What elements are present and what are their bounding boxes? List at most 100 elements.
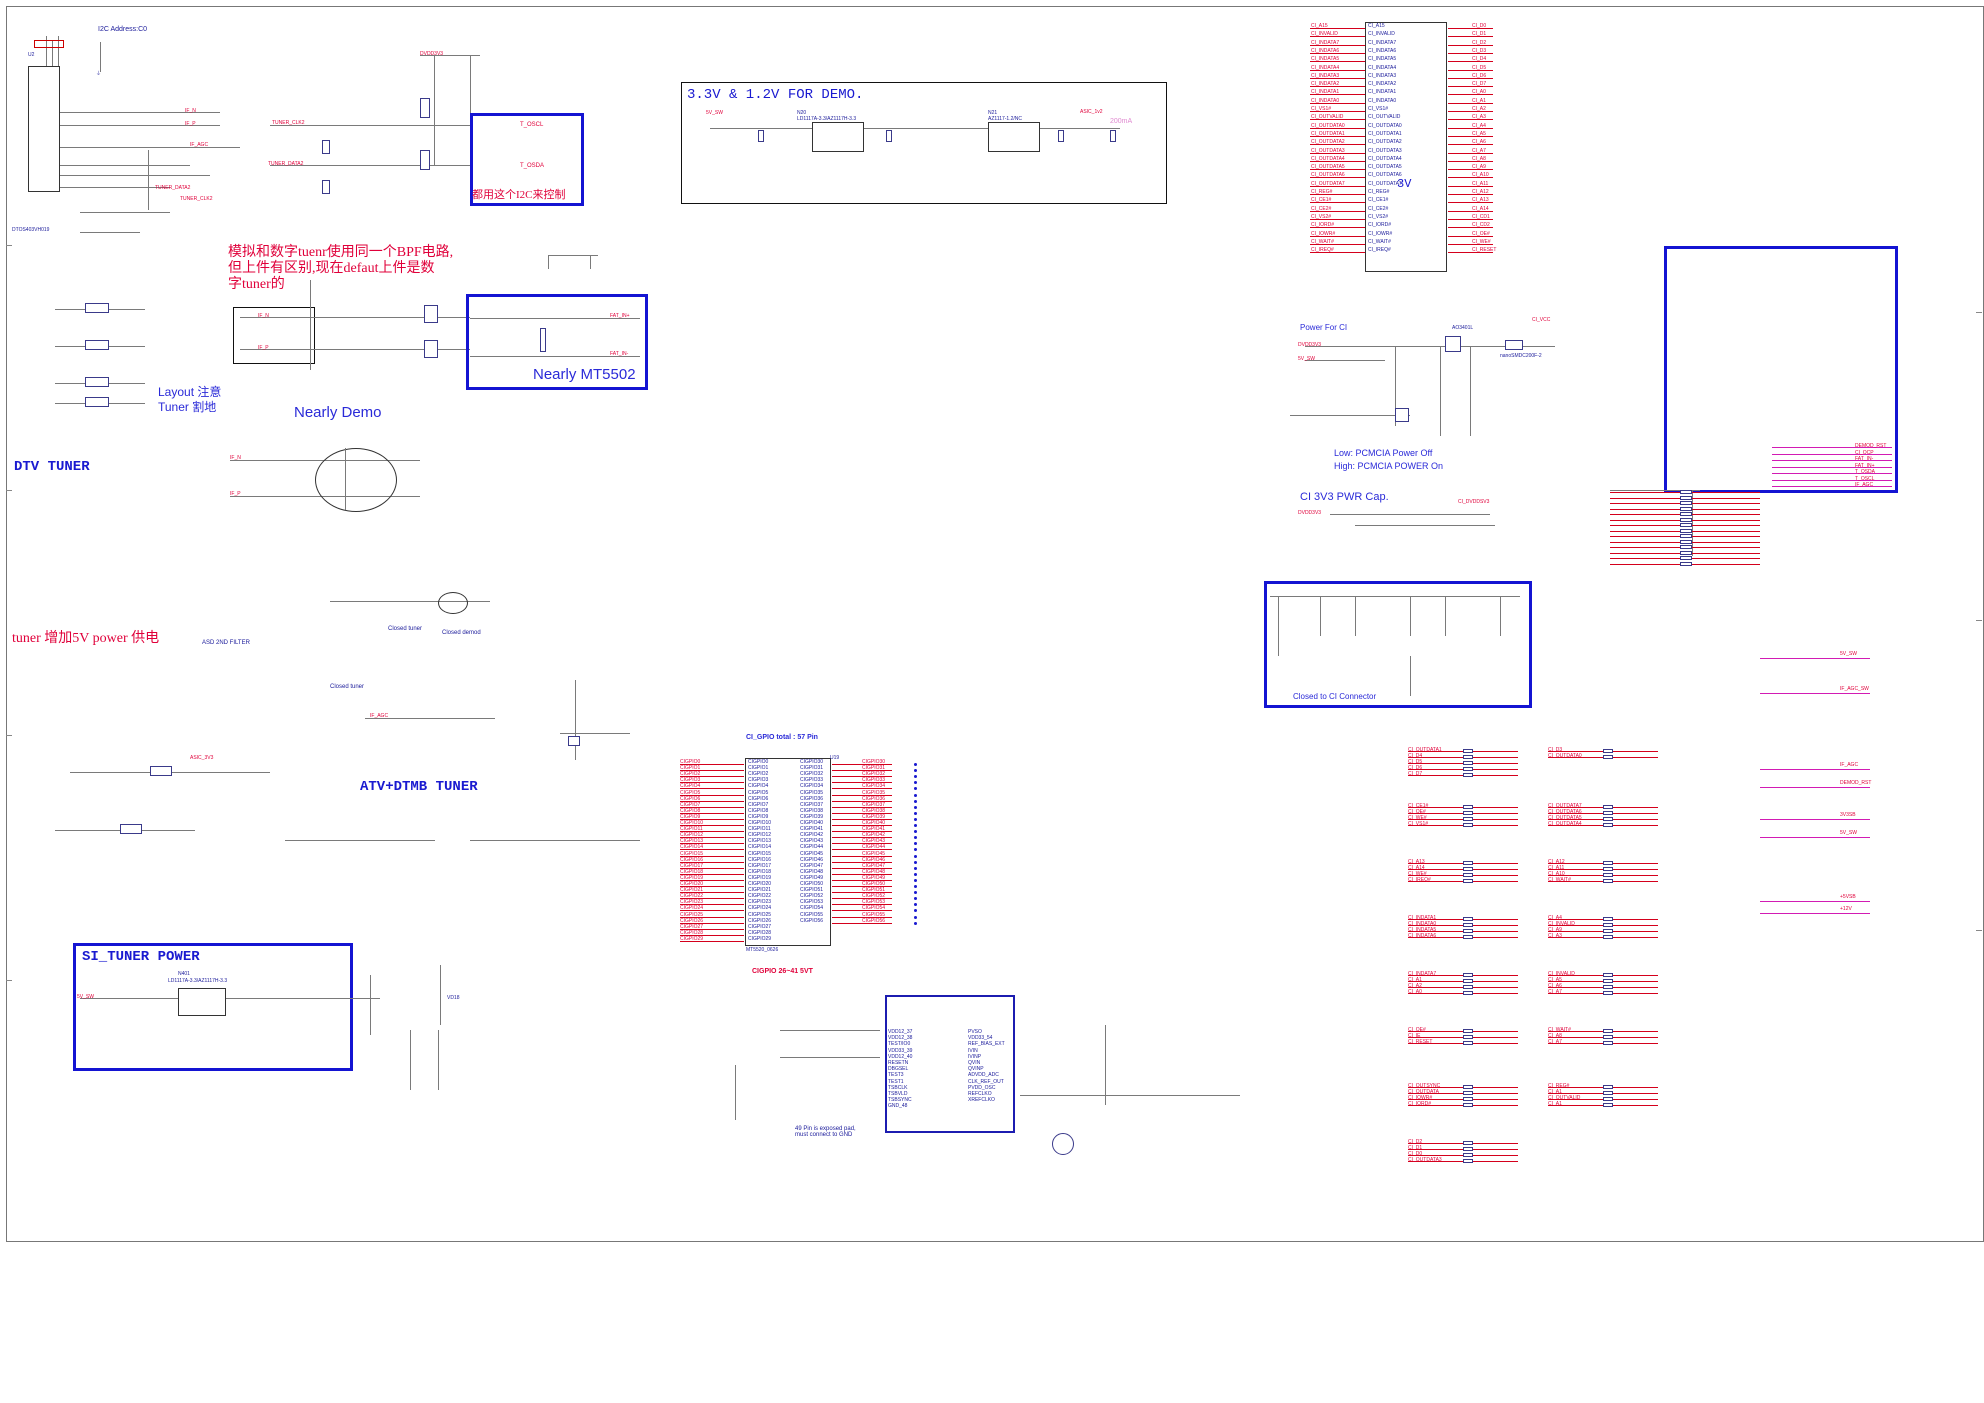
cigpio-pin-left: CIGPIO17 xyxy=(748,862,772,869)
wire xyxy=(1310,227,1365,229)
cigpio-net-left: CIGPIO25 xyxy=(680,911,704,918)
cigpio-pin-right: CIGPIO47 xyxy=(800,862,824,869)
wire xyxy=(832,812,892,814)
wire xyxy=(1470,346,1471,436)
demod-pin-right: PVSO xyxy=(968,1029,982,1035)
inductor xyxy=(424,305,438,323)
junction-dot xyxy=(914,769,917,773)
cigpio-pin-left: CIGPIO1 xyxy=(748,765,769,772)
wire xyxy=(1320,596,1321,636)
nearly-demo-label: Nearly Demo xyxy=(294,404,382,421)
resistor xyxy=(1463,761,1473,765)
ci-conn-pin-left: CI_INDATA0 xyxy=(1368,97,1397,104)
resistor xyxy=(1603,755,1613,759)
junction-dot xyxy=(914,763,917,766)
wire xyxy=(1445,596,1446,636)
net-ci-vcc-pwr: CI_VCC xyxy=(1532,317,1551,323)
resistor xyxy=(540,328,546,352)
wire xyxy=(1310,127,1365,129)
ci-conn-net-right: CI_A1 xyxy=(1472,97,1486,104)
resistor xyxy=(1680,534,1692,538)
wire xyxy=(60,187,170,188)
layout-note: Layout 注意 Tuner 割地 xyxy=(158,385,222,414)
ci-conn-pin-left: CI_INDATA1 xyxy=(1368,89,1397,96)
wire xyxy=(1355,596,1356,636)
ci-conn-pin-left: CI_OUTDATA4 xyxy=(1368,155,1402,162)
wire xyxy=(270,165,470,166)
demod-pin-left: TSBCLK xyxy=(888,1084,908,1091)
resistor xyxy=(1463,879,1473,883)
net-tuner-data: TUNER_DATA2 xyxy=(155,185,191,191)
wire xyxy=(1310,235,1365,237)
fuse-part: nanoSMDC200F-2 xyxy=(1500,353,1542,359)
demod-chip[interactable] xyxy=(885,995,1015,1133)
cigpio-net-left: CIGPIO9 xyxy=(680,813,701,820)
ci-gpio-title: CI_GPIO total : 57 Pin xyxy=(746,734,818,741)
br-net-label: CI_IE xyxy=(1408,1033,1421,1039)
resistor xyxy=(1680,495,1692,500)
cigpio-pin-right: CIGPIO37 xyxy=(800,801,824,808)
cigpio-pin-right: CIGPIO48 xyxy=(800,868,824,875)
wire xyxy=(1310,94,1365,96)
cigpio-net-left: CIGPIO10 xyxy=(680,820,704,826)
resistor xyxy=(1463,749,1473,753)
ci-conn-net-right: CI_D3 xyxy=(1472,47,1487,54)
rail-label: 3V3SB xyxy=(1840,812,1856,818)
resistor xyxy=(1603,867,1613,871)
wire xyxy=(575,680,576,760)
resistor xyxy=(1463,773,1473,777)
ldo-n21-ref: N21 xyxy=(988,110,998,116)
si-tuner-power-title: SI_TUNER POWER xyxy=(82,949,200,965)
junction-dot xyxy=(914,793,917,797)
wire xyxy=(1310,210,1365,212)
led-vd18: VD18 xyxy=(447,995,460,1001)
wire xyxy=(970,128,1120,129)
wire xyxy=(470,840,640,841)
wire xyxy=(1410,656,1411,696)
br-net-label: CI_INDATA7 xyxy=(1408,971,1437,977)
ldo-n21[interactable] xyxy=(988,122,1040,152)
net-dvdd3v3-ci: DVDD3V3 xyxy=(1298,342,1322,348)
ci-connector-chip[interactable] xyxy=(1365,22,1447,272)
demod-pin-left: TEST/IO0 xyxy=(888,1041,911,1048)
ci-conn-pin-left: CI_VS1# xyxy=(1368,106,1389,112)
ldo-n401-ref: N401 xyxy=(178,971,190,977)
demod-pin-left: VDD12_40 xyxy=(888,1053,913,1060)
tuner-chip-u2[interactable] xyxy=(28,66,60,192)
net-5v-sw-ci: 5V_SW xyxy=(1298,356,1315,362)
wire xyxy=(1270,596,1520,597)
cigpio-net-right: CIGPIO41 xyxy=(862,826,886,833)
wire xyxy=(1448,202,1493,204)
br-net-label: CI_A1 xyxy=(1408,977,1422,983)
wire xyxy=(330,601,490,602)
cigpio-pin-right: CIGPIO56 xyxy=(800,917,824,924)
cigpio-pin-right: CIGPIO32 xyxy=(800,771,824,778)
wire xyxy=(680,843,744,845)
resistor xyxy=(1463,923,1473,927)
resistor xyxy=(1680,512,1692,516)
wire xyxy=(1500,596,1501,636)
ci-conn-net-left: CI_INDATA1 xyxy=(1311,89,1340,96)
ci-conn-net-left: CI_OUTDATA5 xyxy=(1311,164,1345,171)
demod-pin-left: TSBVLD xyxy=(888,1091,908,1097)
ci-conn-net-left: CI_OUTDATA0 xyxy=(1311,122,1345,129)
ldo-n401[interactable] xyxy=(178,988,226,1016)
cigpio-chip-u19[interactable] xyxy=(745,758,831,946)
border-tick xyxy=(1976,930,1982,931)
wire xyxy=(1772,447,1892,448)
ci-conn-pin-left: CI_INDATA2 xyxy=(1368,81,1397,88)
wire xyxy=(832,910,892,912)
cigpio-pin-right: CIGPIO55 xyxy=(800,911,824,918)
demod-pin-right: CLK_REF_OUT xyxy=(968,1078,1004,1085)
wire xyxy=(1310,202,1365,204)
si-tuner-power-box xyxy=(73,943,353,1071)
ground-symbol: ⏚ xyxy=(96,71,102,77)
wire xyxy=(832,843,892,845)
wire xyxy=(1440,346,1441,436)
ldo-n20[interactable] xyxy=(812,122,864,152)
resistor xyxy=(1463,991,1473,995)
br-net-label: CI_OUTDATA6 xyxy=(1548,809,1582,815)
wire xyxy=(52,40,53,66)
junction-dot xyxy=(914,811,917,815)
ci-conn-net-right: CI_D2 xyxy=(1472,39,1487,46)
